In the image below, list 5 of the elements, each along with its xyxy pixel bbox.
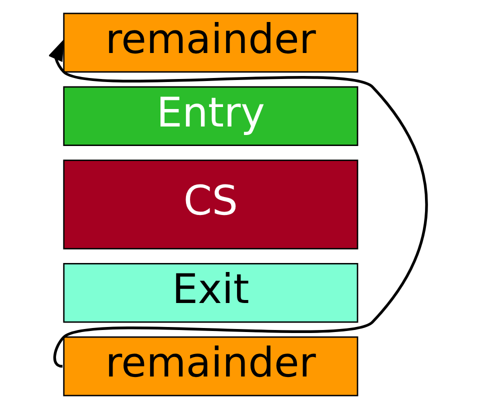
node-box: remainder	[63, 336, 358, 396]
node-box: Entry	[63, 86, 358, 146]
node-box: CS	[63, 160, 358, 250]
node-box: Exit	[63, 262, 358, 323]
node-box: remainder	[63, 12, 358, 73]
